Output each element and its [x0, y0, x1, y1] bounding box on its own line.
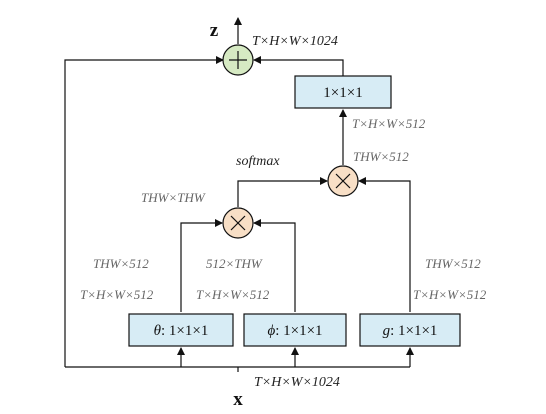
dim-theta-reshaped: THW×512 — [93, 256, 149, 271]
theta-kernel: : 1×1×1 — [161, 323, 208, 339]
g-conv-box: g: 1×1×1 — [359, 313, 461, 347]
theta-conv-label: θ: 1×1×1 — [154, 323, 209, 339]
times-circle-icon — [222, 207, 254, 239]
phi-conv-label: ϕ: 1×1×1 — [267, 323, 322, 339]
g-symbol: g — [383, 323, 391, 339]
times-circle-icon — [327, 165, 359, 197]
phi-symbol: ϕ — [267, 323, 275, 339]
g-conv-label: g: 1×1×1 — [383, 323, 438, 339]
dim-g-reshaped: THW×512 — [425, 256, 481, 271]
arrow-conv-to-add — [253, 56, 344, 76]
dim-g-in: T×H×W×512 — [413, 287, 487, 302]
arrow-phi-to-mult1 — [253, 219, 296, 312]
phi-kernel: : 1×1×1 — [275, 323, 322, 339]
theta-conv-box: θ: 1×1×1 — [128, 313, 234, 347]
residual-arrow — [64, 56, 224, 367]
connections — [64, 17, 414, 372]
dim-input: T×H×W×1024 — [254, 375, 340, 390]
output-conv-box: 1×1×1 — [294, 75, 392, 109]
arrow-g-to-mult2 — [358, 177, 411, 312]
phi-conv-box: ϕ: 1×1×1 — [243, 313, 347, 347]
dim-theta-in: T×H×W×512 — [80, 287, 154, 302]
theta-symbol: θ — [154, 323, 162, 339]
dim-after-conv: T×H×W×512 — [352, 116, 426, 131]
dim-phi-in: T×H×W×512 — [196, 287, 270, 302]
softmax-label: softmax — [236, 154, 280, 169]
dim-product1: THW×THW — [141, 190, 206, 205]
output-conv-label: 1×1×1 — [323, 85, 362, 101]
dim-product2: THW×512 — [353, 149, 409, 164]
plus-circle-icon — [222, 44, 254, 76]
dim-phi-reshaped: 512×THW — [206, 256, 263, 271]
g-kernel: : 1×1×1 — [390, 323, 437, 339]
input-variable: x — [233, 389, 243, 410]
dim-output: T×H×W×1024 — [252, 34, 338, 49]
arrow-mult1-to-mult2 — [237, 177, 328, 207]
output-variable: z — [210, 20, 219, 41]
arrow-theta-to-mult1 — [180, 219, 223, 312]
